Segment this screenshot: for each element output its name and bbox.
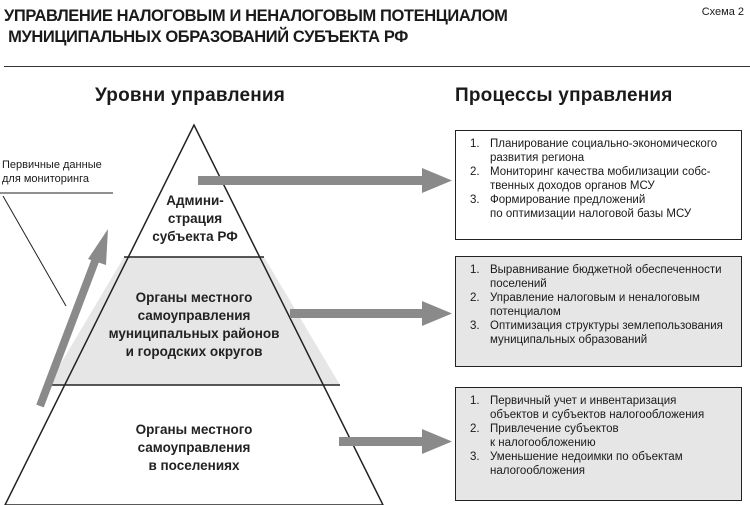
arrow-to-box-3 <box>339 429 452 454</box>
diagram-title: УПРАВЛЕНИЕ НАЛОГОВЫМ И НЕНАЛОГОВЫМ ПОТЕН… <box>4 6 644 48</box>
item-number: 3. <box>470 320 480 332</box>
item-text: Управление налоговым и неналоговым <box>490 292 700 304</box>
tier-top-line-3: субъекта РФ <box>152 229 238 244</box>
side-label-line-1: Первичные данные <box>2 159 102 171</box>
item-number: 2. <box>470 423 480 435</box>
item-text: Привлечение субъектов <box>490 423 619 435</box>
item-text: муниципальных образований <box>490 334 648 346</box>
tier-middle-line-4: и городских округов <box>125 344 263 359</box>
process-item: 1. Планирование социально-экономического р… <box>470 137 733 165</box>
side-label-line-2: для мониторинга <box>2 173 90 185</box>
tier-bottom-line-2: самоуправления <box>137 440 251 455</box>
side-label: Первичные данные для мониторинга <box>2 158 102 186</box>
item-number: 3. <box>470 451 480 463</box>
item-number: 1. <box>470 395 480 407</box>
tier-middle-line-3: муниципальных районов <box>108 326 280 341</box>
title-line-1: УПРАВЛЕНИЕ НАЛОГОВЫМ И НЕНАЛОГОВЫМ ПОТЕН… <box>4 7 508 25</box>
pyramid-tier-middle-label: Органы местного самоуправления муниципал… <box>100 289 288 361</box>
tier-top-line-2: страция <box>167 211 223 226</box>
process-box-2: 1. Выравнивание бюджетной обеспеченности п… <box>455 256 742 367</box>
process-item: 1. Первичный учет и инвентаризация объекто… <box>470 394 733 422</box>
side-label-leader-d <box>2 195 67 307</box>
pyramid-tier-top-label: Админи- страция субъекта РФ <box>140 192 250 246</box>
process-item: 3. Оптимизация структуры землепользования… <box>470 319 733 347</box>
process-item: 2. Управление налоговым и неналоговым поте… <box>470 291 733 319</box>
item-text: налогообложения <box>490 465 585 477</box>
tier-bottom-line-1: Органы местного <box>135 422 253 437</box>
item-number: 2. <box>470 292 480 304</box>
item-text: развития региона <box>490 152 585 164</box>
item-text: Выравнивание бюджетной обеспеченности <box>490 264 722 276</box>
upward-arrow <box>36 229 108 408</box>
process-box-1: 1. Планирование социально-экономического р… <box>455 130 742 240</box>
tier-top-line-1: Админи- <box>166 193 224 208</box>
item-number: 2. <box>470 166 480 178</box>
arrow-to-box-1 <box>198 168 452 193</box>
pyramid-outline <box>4 123 384 505</box>
item-text: Мониторинг качества мобилизации собс- <box>490 166 711 178</box>
item-text: Формирование предложений <box>490 194 646 206</box>
process-box-3: 1. Первичный учет и инвентаризация объекто… <box>455 387 742 501</box>
item-text: поселений <box>490 278 547 290</box>
process-item: 2. Мониторинг качества мобилизации собс-т… <box>470 165 733 193</box>
item-text: потенциалом <box>490 306 561 318</box>
pyramid-tier-middle-fill <box>48 257 340 385</box>
item-text: объектов и субъектов налогообложения <box>490 409 705 421</box>
item-text: Планирование социально-экономического <box>490 138 718 150</box>
left-column-heading: Уровни управления <box>95 85 286 106</box>
process-item: 3. Формирование предложений по оптимизации… <box>470 193 733 221</box>
tier-middle-line-2: самоуправления <box>137 308 251 323</box>
item-text: Уменьшение недоимки по объектам <box>490 451 683 463</box>
item-text: Оптимизация структуры землепользования <box>490 320 723 332</box>
process-item: 3. Уменьшение недоимки по объектам налогоо… <box>470 450 733 478</box>
tier-bottom-line-3: в поселениях <box>148 458 240 473</box>
process-item: 1. Выравнивание бюджетной обеспеченности п… <box>470 263 733 291</box>
item-text: по оптимизации налоговой базы МСУ <box>490 208 692 220</box>
item-number: 1. <box>470 264 480 276</box>
title-divider <box>4 66 750 67</box>
pyramid-tier-bottom-label: Органы местного самоуправления в поселен… <box>114 421 274 475</box>
item-text: к налогообложению <box>490 437 596 449</box>
arrow-to-box-2 <box>290 301 452 326</box>
item-number: 3. <box>470 194 480 206</box>
process-item: 2. Привлечение субъектов к налогообложению <box>470 422 733 450</box>
item-number: 1. <box>470 138 480 150</box>
right-column-heading: Процессы управления <box>455 85 673 106</box>
title-line-2: МУНИЦИПАЛЬНЫХ ОБРАЗОВАНИЙ СУБЪЕКТА РФ <box>4 28 408 46</box>
item-text: твенных доходов органов МСУ <box>490 180 655 192</box>
tier-middle-line-1: Органы местного <box>135 290 253 305</box>
item-text: Первичный учет и инвентаризация <box>490 395 677 407</box>
scheme-label: Схема 2 <box>701 6 744 18</box>
